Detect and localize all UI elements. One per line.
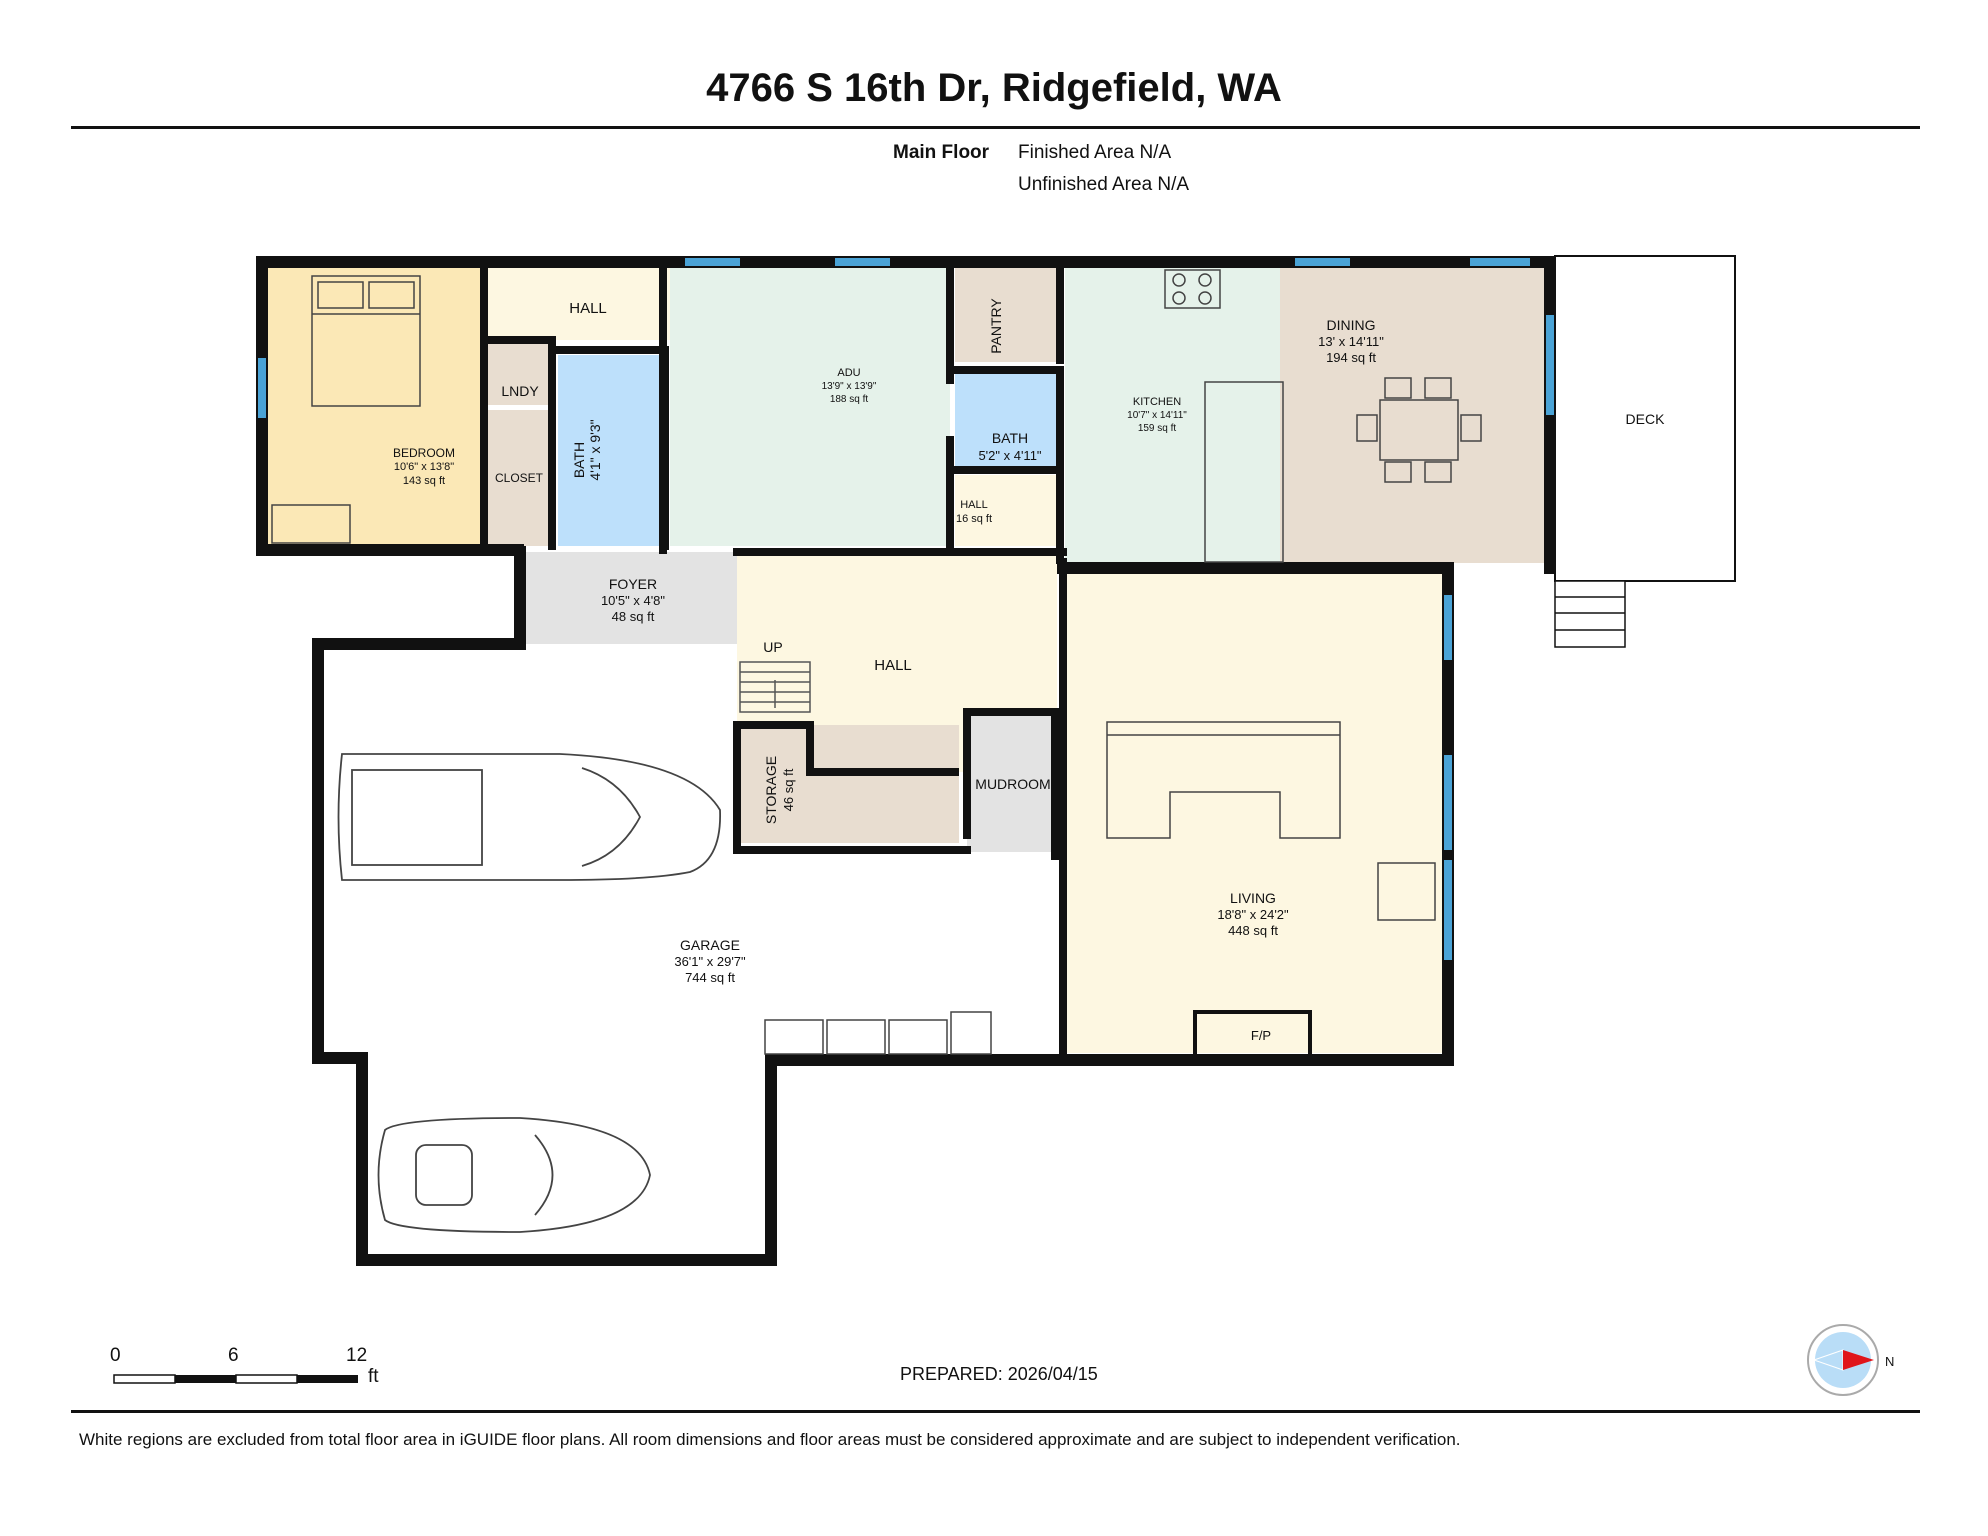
dining-area: 194 sq ft <box>1326 350 1376 365</box>
kitchen-dims: 10'7" x 14'11" <box>1127 410 1187 421</box>
hall-top-label: HALL <box>569 300 607 317</box>
compass-icon <box>1807 1324 1879 1396</box>
bath-left-label: BATH <box>571 442 587 478</box>
bath-mid-fill <box>955 370 1060 470</box>
lndy-label: LNDY <box>501 383 539 399</box>
bedroom-dims: 10'6" x 13'8" <box>394 461 454 473</box>
fireplace <box>1193 1010 1312 1059</box>
bed <box>311 275 421 407</box>
storage-fill <box>737 725 959 843</box>
up-label: UP <box>763 639 782 655</box>
adu-dims: 13'9" x 13'9" <box>822 381 877 392</box>
scale-tick-6: 6 <box>228 1345 239 1366</box>
scale-tick-12: 12 <box>346 1345 368 1366</box>
adu-fill <box>670 268 950 546</box>
exterior-wall <box>256 256 1556 1266</box>
hall-small-area: 16 sq ft <box>956 513 992 525</box>
hall-center-label: HALL <box>874 657 912 674</box>
bath-mid-dims: 5'2" x 4'11" <box>978 448 1041 463</box>
unfinished-area: Unfinished Area N/A <box>1018 174 1190 195</box>
mudroom-fill <box>967 712 1057 852</box>
kitchen-label: KITCHEN <box>1133 396 1181 408</box>
bedroom-desk <box>271 504 351 544</box>
kitchen-island <box>1204 381 1284 563</box>
pantry-fill <box>955 268 1060 362</box>
adu-area: 188 sq ft <box>830 394 869 405</box>
finished-area: Finished Area N/A <box>1018 142 1172 163</box>
deck-label: DECK <box>1626 411 1666 427</box>
garage-area: 744 sq ft <box>685 970 735 985</box>
garage-cabinets <box>764 1011 992 1055</box>
bedroom-area: 143 sq ft <box>403 475 445 487</box>
footer-divider <box>71 1410 1920 1413</box>
interior-walls <box>480 258 1067 1064</box>
scale-unit: ft <box>368 1366 379 1387</box>
garage-label: GARAGE <box>680 937 740 953</box>
storage-label: STORAGE <box>763 756 779 824</box>
disclaimer: White regions are excluded from total fl… <box>79 1430 1461 1449</box>
hall-small-fill <box>955 475 1060 546</box>
stove-burners <box>1172 273 1212 305</box>
dining-fill <box>1280 268 1550 563</box>
garage-dims: 36'1" x 29'7" <box>674 954 746 969</box>
scale-tick-0: 0 <box>110 1345 121 1366</box>
living-chair <box>1377 862 1436 921</box>
living-area: 448 sq ft <box>1228 923 1278 938</box>
bath-mid-label: BATH <box>992 430 1028 446</box>
lndy-fill <box>488 340 548 405</box>
foyer-label: FOYER <box>609 576 657 592</box>
truck <box>337 753 721 881</box>
car <box>377 1117 651 1233</box>
hall-top-fill <box>484 268 670 340</box>
floor-name: Main Floor <box>893 142 990 163</box>
sectional-sofa <box>1106 721 1341 839</box>
prepared-date: PREPARED: 2026/04/15 <box>900 1364 1098 1384</box>
fp-label: F/P <box>1251 1028 1271 1043</box>
storage-area: 46 sq ft <box>781 768 796 811</box>
mudroom-label: MUDROOM <box>975 776 1050 792</box>
bedroom-label: BEDROOM <box>393 446 455 460</box>
living-label: LIVING <box>1230 890 1276 906</box>
adu-label: ADU <box>837 367 860 379</box>
compass-label: N <box>1885 1354 1894 1369</box>
page-title: 4766 S 16th Dr, Ridgefield, WA <box>706 66 1282 110</box>
bath-left-fill <box>558 355 663 546</box>
stairs <box>739 661 811 713</box>
foyer-fill <box>522 552 737 644</box>
foyer-dims: 10'5" x 4'8" <box>601 593 665 608</box>
dining-label: DINING <box>1327 317 1376 333</box>
scale-bar <box>113 1374 358 1384</box>
bath-left-dims: 4'1" x 9'3" <box>587 419 603 480</box>
closet-fill <box>488 410 548 546</box>
kitchen-fill <box>1065 268 1280 563</box>
closet-label: CLOSET <box>495 471 544 485</box>
dining-table <box>1356 377 1482 483</box>
foyer-area: 48 sq ft <box>612 609 655 624</box>
kitchen-area: 159 sq ft <box>1138 423 1177 434</box>
living-dims: 18'8" x 24'2" <box>1217 907 1289 922</box>
living-fill <box>1065 568 1443 1053</box>
header-divider <box>71 126 1920 129</box>
deck-outline <box>1554 255 1736 582</box>
deck-stairs <box>1554 580 1626 648</box>
pantry-label: PANTRY <box>988 298 1004 354</box>
dining-dims: 13' x 14'11" <box>1318 334 1384 349</box>
stove <box>1164 269 1221 309</box>
hall-small-label: HALL <box>960 499 988 511</box>
